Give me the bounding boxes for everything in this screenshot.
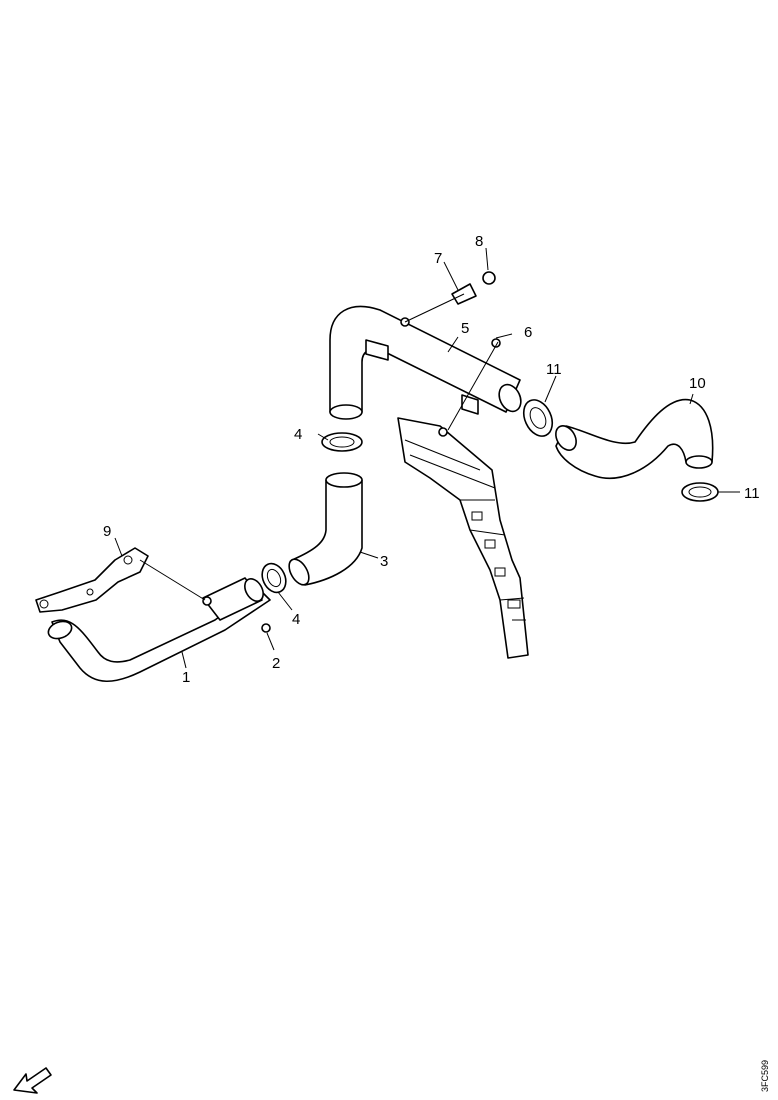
bracket-part-9 [35, 547, 149, 613]
callout-3: 3 [380, 553, 388, 570]
callout-5: 5 [461, 320, 469, 337]
callout-6: 6 [524, 324, 532, 341]
callout-4-upper: 4 [294, 426, 302, 443]
callout-1: 1 [182, 669, 190, 686]
nut-part-8 [482, 271, 496, 285]
pipe-part-1 [47, 577, 271, 682]
pipe-part-5 [329, 305, 522, 420]
clamp-part-4-upper [321, 432, 363, 452]
bolt-part-6 [438, 338, 501, 437]
callout-2: 2 [272, 655, 280, 672]
clamp-part-11-right [681, 482, 719, 502]
callout-11-right: 11 [744, 485, 760, 502]
outlet-hose-part-10 [555, 398, 714, 480]
callout-9: 9 [103, 523, 111, 540]
direction-arrow-icon [13, 1067, 52, 1094]
callout-7: 7 [434, 250, 442, 267]
document-number: 3FC599 [760, 1060, 770, 1092]
clamp-part-11-left [522, 399, 554, 437]
bolt-part-2 [202, 596, 271, 633]
callout-10: 10 [689, 375, 706, 392]
callout-8: 8 [475, 233, 483, 250]
elbow-hose-part-3 [288, 472, 363, 586]
clamp-part-4-lower [261, 562, 287, 594]
callout-labels: 1 2 3 4 4 5 6 7 8 9 10 11 11 [103, 233, 760, 686]
callout-11-left: 11 [546, 361, 562, 378]
callout-4-lower: 4 [292, 611, 300, 628]
frame-bracket [397, 417, 529, 659]
leader-lines [114, 247, 740, 669]
